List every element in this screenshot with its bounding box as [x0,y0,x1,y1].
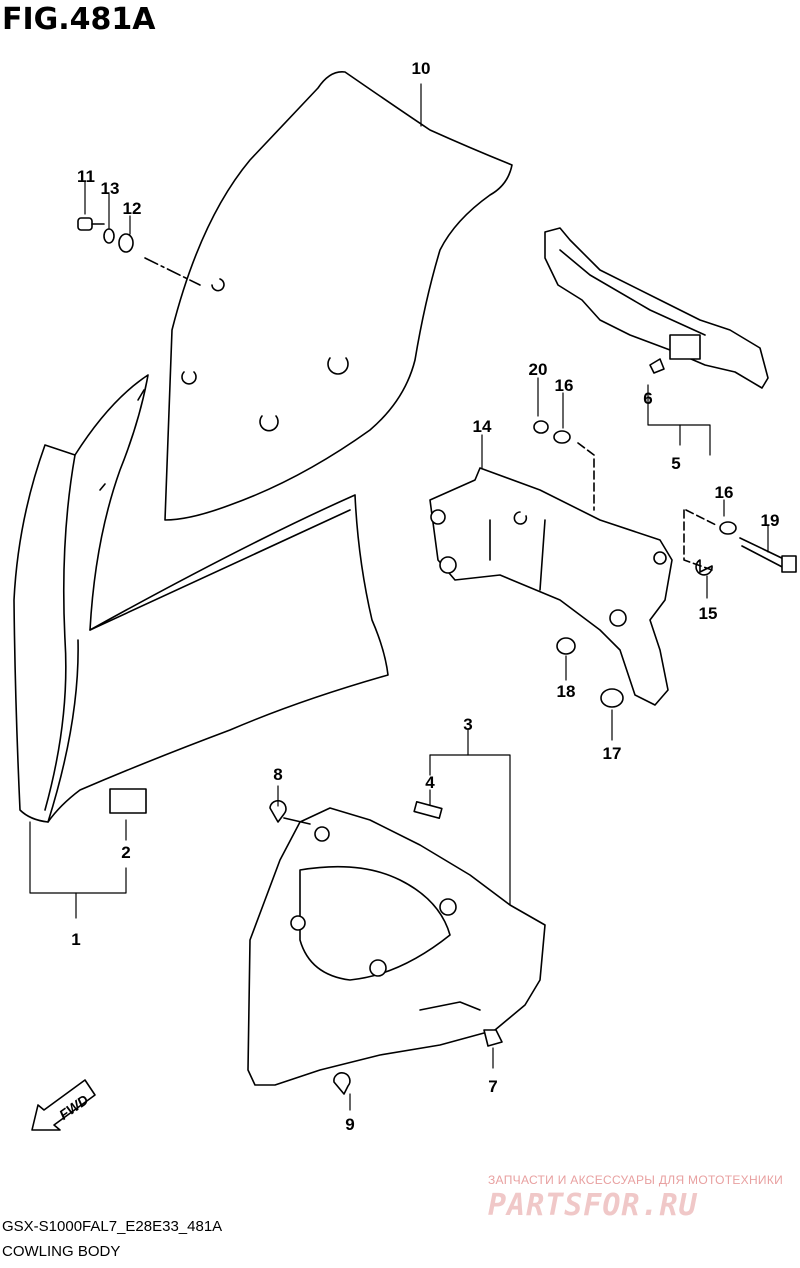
windscreen-part [164,71,513,521]
callout-16: 16 [554,376,574,395]
callout-13: 13 [100,179,120,198]
callout-2: 2 [121,843,131,862]
figure-code: GSX-S1000FAL7_E28E33_481A [2,1218,223,1235]
callout-16b: 16 [714,483,734,502]
callout-15: 15 [698,604,718,623]
fwd-arrow-icon [31,1079,96,1131]
callout-11: 11 [77,167,95,186]
callout-10: 10 [411,59,431,78]
callout-9: 9 [345,1115,355,1134]
callout-20: 20 [528,360,548,379]
callout-8: 8 [273,765,283,784]
bracket-part [544,227,769,389]
callout-7: 7 [488,1077,498,1096]
callout-6: 6 [643,389,653,408]
callout-4: 4 [425,773,435,792]
inner-cover-part [247,801,546,1086]
stay-assembly-part [429,467,673,706]
callout-14: 14 [472,417,492,436]
callout-5: 5 [671,454,681,473]
hardware-parts [533,420,797,708]
callout-19: 19 [760,511,780,530]
callout-3: 3 [463,715,473,734]
figure-caption: COWLING BODY [2,1243,121,1260]
label-part [109,788,147,814]
figure-title: FIG.481A [2,2,156,37]
callout-18: 18 [556,682,576,701]
callout-17: 17 [602,744,622,763]
watermark-logo: PARTSFOR.RU [488,1188,698,1223]
bolt-washer-parts [77,217,201,286]
fastener-parts [269,799,503,1095]
leader-lines [29,83,769,1111]
callout-1: 1 [71,930,81,949]
callout-12: 12 [122,199,142,218]
watermark-tagline: ЗАПЧАСТИ И АКСЕССУАРЫ ДЛЯ МОТОТЕХНИКИ [488,1173,784,1187]
cowling-body-part [13,374,389,823]
